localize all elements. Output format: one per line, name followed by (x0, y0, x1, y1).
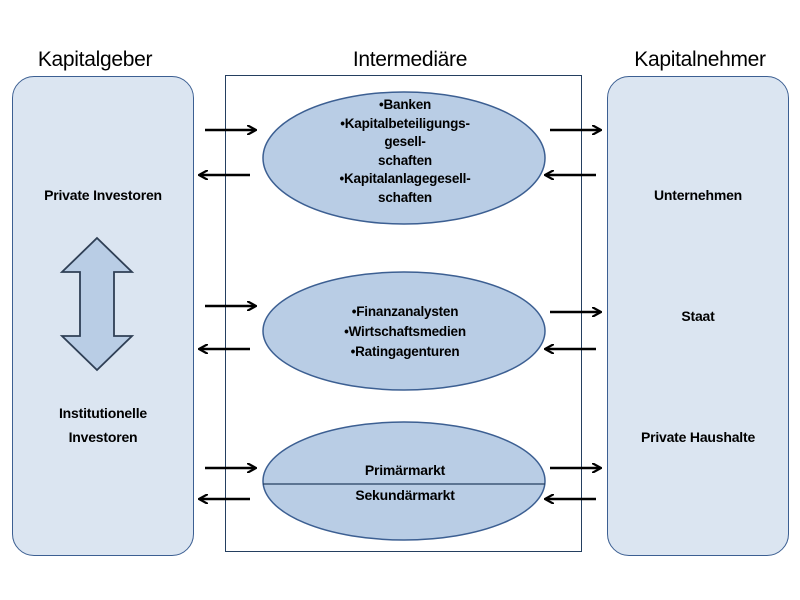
intermediaere-group2-ellipse (262, 271, 546, 391)
kapitalnehmer-heading: Kapitalnehmer (634, 48, 766, 71)
unternehmen-label: Unternehmen (653, 187, 743, 203)
kapitalnehmer-panel (607, 76, 789, 556)
analysten-group-text: •Finanzanalysten •Wirtschaftsmedien •Rat… (344, 304, 466, 359)
banken-group-text: •Banken •Kapitalbeteiligungs- gesell- sc… (339, 97, 471, 205)
intermediaere-group1-ellipse (262, 91, 546, 225)
private-haushalte-label: Private Haushalte (640, 429, 756, 445)
primaermarkt-text: Primärmarkt (364, 462, 446, 478)
kapitalgeber-heading: Kapitalgeber (37, 48, 153, 71)
intermediaere-group3-ellipse (262, 421, 546, 541)
double-arrow-icon (59, 236, 135, 372)
sekundaermarkt-text: Sekundärmarkt (355, 487, 455, 503)
intermediaere-heading: Intermediäre (352, 48, 468, 71)
staat-label: Staat (681, 308, 715, 324)
institutionelle-investoren-label: Institutionelle Investoren (58, 405, 147, 445)
private-investoren-label: Private Investoren (44, 187, 162, 203)
